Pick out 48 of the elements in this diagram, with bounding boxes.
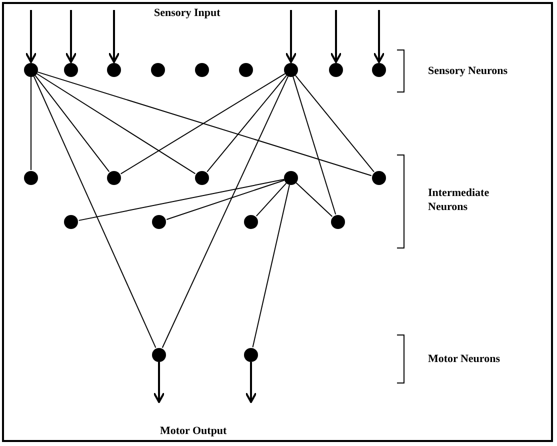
connector-line bbox=[292, 76, 336, 215]
neuron-dot bbox=[24, 63, 38, 77]
arrow bbox=[285, 10, 297, 63]
connector-line bbox=[78, 178, 285, 221]
neuron-dot bbox=[64, 63, 78, 77]
neuron-dot bbox=[329, 63, 343, 77]
connector-line bbox=[37, 72, 372, 176]
group-label: Intermediate Neurons bbox=[428, 186, 490, 214]
connector-line bbox=[120, 73, 286, 174]
arrow bbox=[373, 10, 385, 63]
neuron-dot bbox=[244, 348, 258, 362]
neuron-dot bbox=[284, 63, 298, 77]
neuron-dot bbox=[64, 215, 78, 229]
connector-line bbox=[33, 76, 156, 348]
neuron-dot bbox=[372, 63, 386, 77]
neuron-dot bbox=[107, 63, 121, 77]
neuron-dot bbox=[195, 63, 209, 77]
arrow bbox=[153, 362, 165, 403]
connector-line bbox=[296, 182, 333, 218]
group-label: Motor Neurons bbox=[428, 352, 500, 366]
neuron-dot bbox=[372, 171, 386, 185]
connector-line bbox=[206, 74, 288, 172]
neuron-dot bbox=[152, 215, 166, 229]
neuron-dot bbox=[151, 63, 165, 77]
neuron-dot bbox=[244, 215, 258, 229]
connector-line bbox=[162, 76, 289, 348]
neuron-dot bbox=[24, 171, 38, 185]
connector-line bbox=[34, 75, 110, 172]
arrow bbox=[245, 362, 257, 403]
group-label: Sensory Neurons bbox=[428, 64, 508, 78]
arrow bbox=[330, 10, 342, 63]
neuron-dot bbox=[284, 171, 298, 185]
neuron-dot bbox=[331, 215, 345, 229]
connector-line bbox=[256, 182, 287, 217]
neuron-dot bbox=[107, 171, 121, 185]
connector-line bbox=[252, 184, 290, 348]
neuron-dot bbox=[152, 348, 166, 362]
connector-line bbox=[30, 76, 32, 170]
connector-line bbox=[294, 74, 374, 172]
neuron-dot bbox=[239, 63, 253, 77]
section-label: Sensory Input bbox=[154, 6, 220, 20]
neuron-dot bbox=[195, 171, 209, 185]
connector-line bbox=[36, 73, 196, 174]
section-label: Motor Output bbox=[160, 424, 227, 438]
arrow bbox=[65, 10, 77, 63]
arrow bbox=[25, 10, 37, 63]
arrow bbox=[108, 10, 120, 63]
connector-line bbox=[166, 180, 285, 220]
